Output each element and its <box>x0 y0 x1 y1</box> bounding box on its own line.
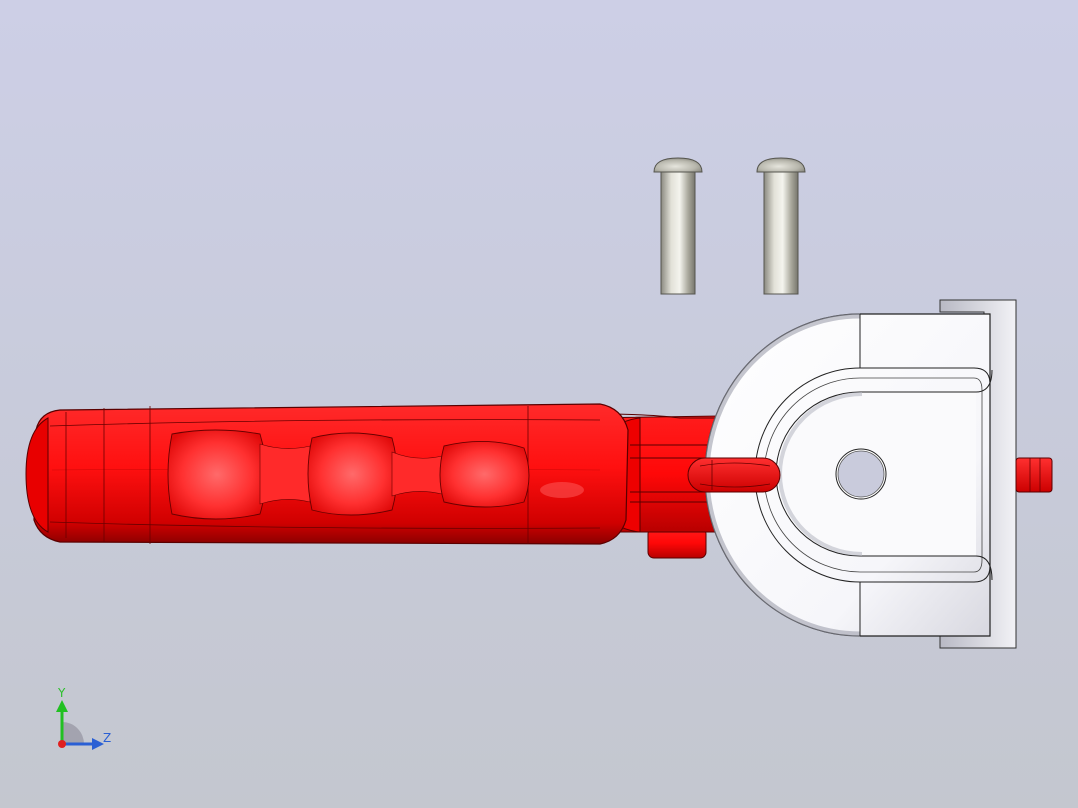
rivet-2[interactable] <box>756 157 806 295</box>
axis-y-label: Y <box>58 686 66 700</box>
handle[interactable] <box>25 403 721 559</box>
triad-axes-icon <box>56 700 104 750</box>
clamp-body[interactable] <box>704 299 1017 649</box>
shaft-end[interactable] <box>1015 457 1053 493</box>
axis-z-label: Z <box>103 731 112 745</box>
red-pin-tab[interactable] <box>687 457 781 493</box>
rivet-1[interactable] <box>653 157 703 295</box>
coordinate-triad: Y Z <box>48 684 128 754</box>
